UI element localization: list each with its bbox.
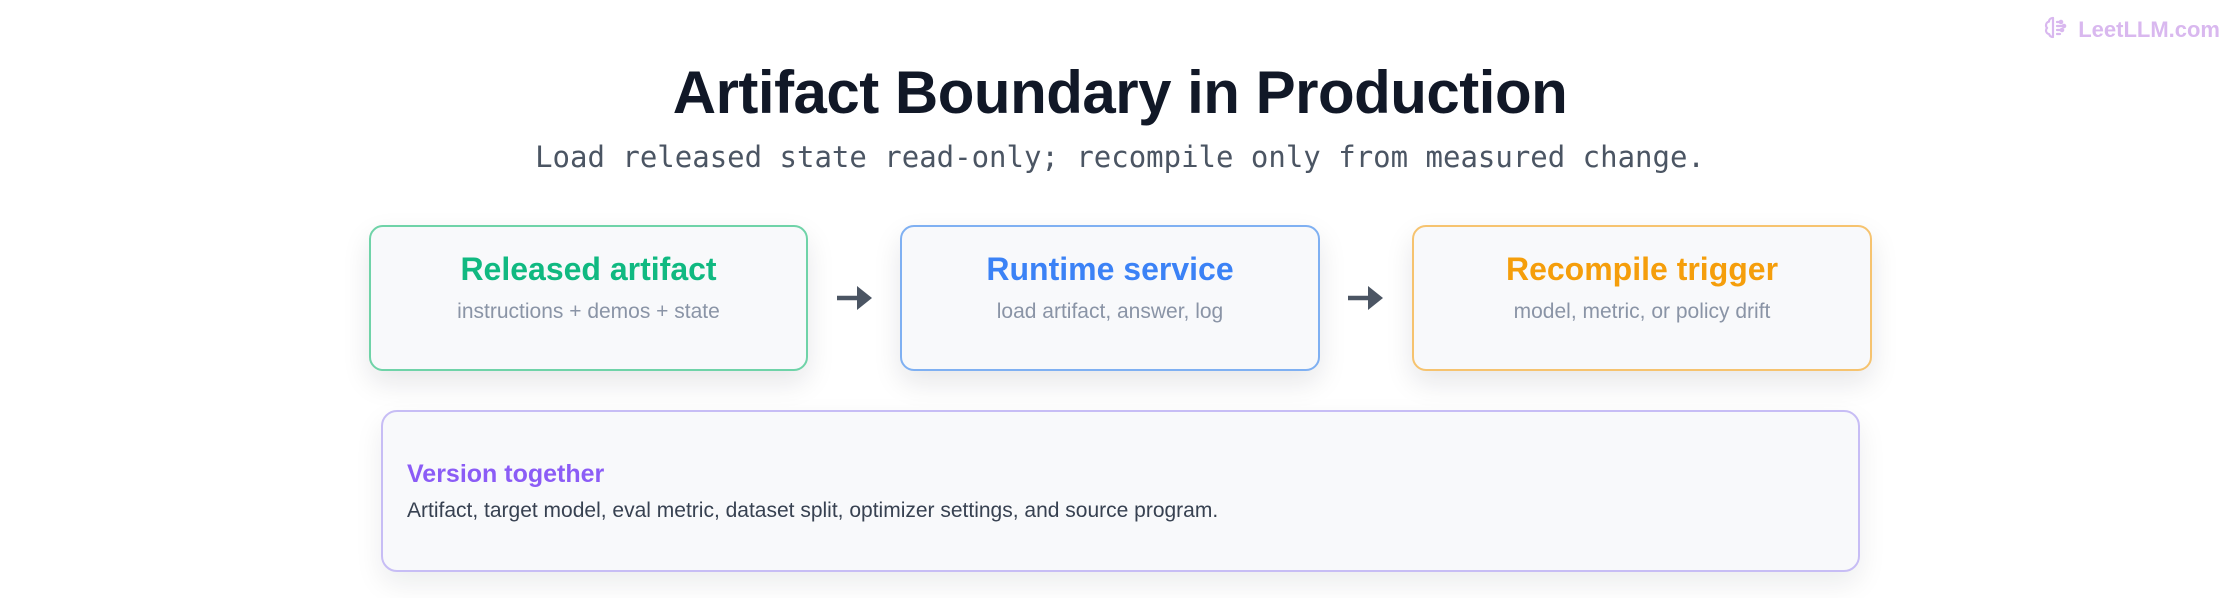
brain-icon (2042, 14, 2068, 46)
diagram-subtitle: Load released state read-only; recompile… (535, 140, 1705, 174)
brand-name[interactable]: LeetLLM.com (2078, 17, 2220, 42)
released-artifact-subtitle: instructions + demos + state (457, 300, 720, 323)
recompile-trigger-subtitle: model, metric, or policy drift (1513, 300, 1771, 323)
recompile-trigger-card: Recompile trigger model, metric, or poli… (1412, 225, 1872, 371)
version-together-panel: Version together Artifact, target model,… (381, 410, 1860, 572)
version-together-title: Version together (407, 460, 605, 488)
released-artifact-card: Released artifact instructions + demos +… (369, 225, 808, 371)
recompile-trigger-title: Recompile trigger (1505, 251, 1779, 287)
arrow-right-icon (1348, 286, 1383, 310)
diagram-title: Artifact Boundary in Production (672, 59, 1568, 126)
runtime-service-title: Runtime service (986, 251, 1234, 287)
released-artifact-title: Released artifact (460, 251, 717, 287)
arrow-right-icon (837, 286, 872, 310)
runtime-service-subtitle: load artifact, answer, log (996, 300, 1224, 323)
brand-logo: LeetLLM.com (2042, 14, 2220, 46)
version-together-body: Artifact, target model, eval metric, dat… (407, 499, 1219, 522)
runtime-service-card: Runtime service load artifact, answer, l… (900, 225, 1320, 371)
